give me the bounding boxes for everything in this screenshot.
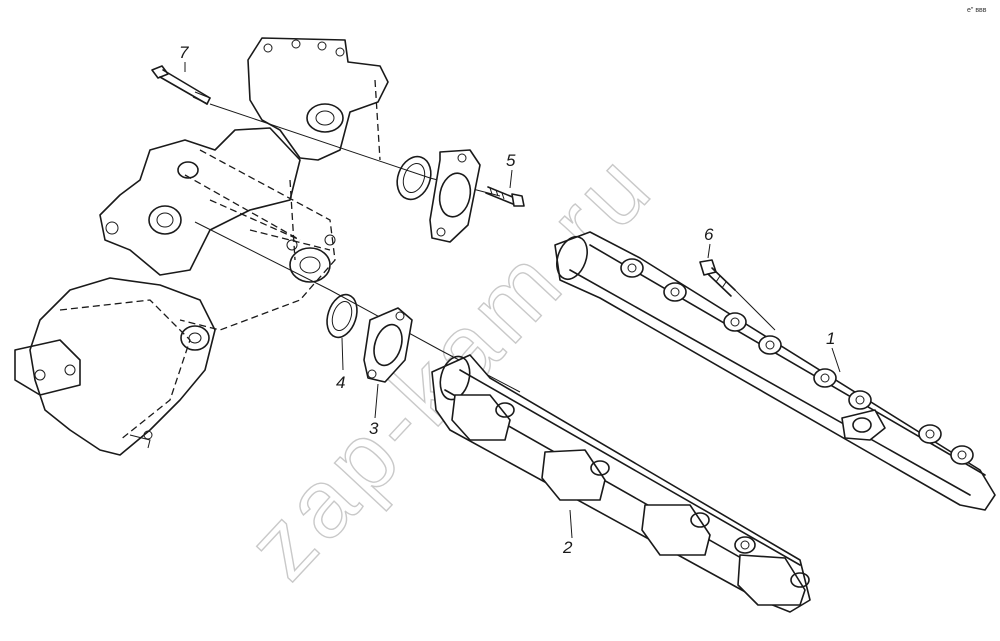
part-7-long-bolt	[151, 65, 211, 105]
upper-o-ring	[396, 155, 432, 201]
callout-labels: 7 5 6 1 4 3 2	[179, 43, 835, 557]
callout-leaders	[184, 62, 841, 539]
callout-4: 4	[336, 373, 345, 392]
callout-5: 5	[506, 151, 516, 170]
callout-2: 2	[562, 538, 573, 557]
part-4-o-ring	[326, 293, 358, 339]
part-3-flange-gasket	[363, 307, 413, 383]
callout-3: 3	[369, 419, 379, 438]
part-1-upper-manifold	[554, 231, 996, 511]
callout-6: 6	[704, 225, 714, 244]
part-6-bolt	[699, 259, 776, 331]
part-5-bolt	[485, 186, 525, 207]
part-2-lower-manifold	[431, 354, 811, 613]
corner-code: е" ввв	[967, 7, 987, 14]
upper-flange-gasket	[429, 149, 481, 243]
callout-1: 1	[826, 329, 835, 348]
callout-7: 7	[179, 43, 189, 62]
